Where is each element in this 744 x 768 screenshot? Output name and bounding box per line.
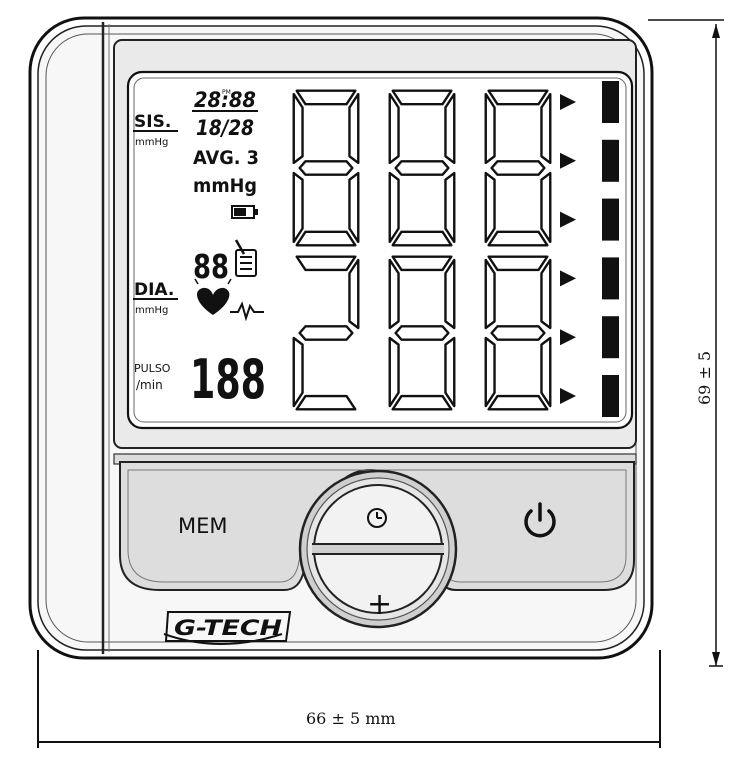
mem-button[interactable]: MEM	[178, 514, 228, 538]
mem-label: MEM	[178, 514, 228, 538]
pm-indicator: PM	[222, 89, 231, 96]
heart-pulse-icon	[194, 278, 264, 322]
brand-text: G-TECH	[174, 616, 283, 640]
level-arrow-1	[560, 94, 576, 110]
plus-label: +	[367, 587, 392, 622]
dia-label: DIA.	[134, 280, 174, 300]
sys-digit-3	[486, 91, 551, 246]
level-bars	[602, 81, 619, 417]
plus-button[interactable]: +	[367, 587, 392, 622]
sys-digit-2	[390, 91, 455, 246]
level-arrows	[560, 94, 576, 404]
level-bar-4	[602, 257, 619, 300]
level-bar-2	[602, 139, 619, 182]
height-dimension: 69 ± 5	[648, 19, 724, 667]
pulse-unit: /min	[136, 378, 163, 392]
mmhg-label: mmHg	[193, 175, 257, 197]
pulse-label: PULSO	[134, 362, 171, 375]
dia-digit-1	[294, 257, 359, 410]
level-bar-3	[602, 198, 619, 241]
level-arrow-3	[560, 211, 576, 228]
width-dimension: 66 ± 5 mm	[37, 650, 661, 748]
level-arrow-6	[560, 388, 576, 404]
brand-logo: G-TECH	[163, 611, 292, 645]
time-readout: 28:88	[194, 88, 256, 112]
level-bar-1	[602, 81, 619, 123]
avg-label: AVG. 3	[193, 147, 259, 169]
power-icon	[524, 502, 556, 538]
sis-unit: mmHg	[135, 137, 168, 148]
level-arrow-2	[560, 152, 576, 169]
clock-button[interactable]	[367, 508, 387, 528]
lcd-info-column: 28:88 PM 18/28 AVG. 3 mmHg 88	[190, 88, 266, 411]
memory-note-icon	[234, 239, 257, 277]
clock-icon	[367, 508, 387, 528]
height-dimension-label: 69 ± 5	[695, 351, 714, 405]
dia-digit-3	[486, 257, 551, 410]
battery-icon	[231, 205, 258, 219]
button-panel	[113, 453, 637, 591]
pulse-digits: 188	[190, 348, 266, 411]
date-readout: 18/28	[196, 116, 254, 140]
level-arrow-4	[560, 270, 576, 287]
dia-digit-2	[390, 257, 455, 410]
sis-label: SIS.	[134, 112, 171, 132]
level-bar-5	[602, 316, 619, 359]
lcd-left-labels: SIS. mmHg DIA. mmHg PULSO /min	[133, 112, 178, 392]
big-digits-area	[294, 91, 551, 410]
center-round-button	[298, 469, 458, 629]
level-arrow-5	[560, 329, 576, 346]
width-dimension-label: 66 ± 5 mm	[306, 709, 396, 728]
memory-digits: 88	[193, 247, 229, 286]
power-button[interactable]	[524, 502, 556, 538]
level-bar-6	[602, 375, 619, 417]
dia-unit: mmHg	[135, 305, 168, 316]
sys-digit-1	[294, 91, 359, 246]
